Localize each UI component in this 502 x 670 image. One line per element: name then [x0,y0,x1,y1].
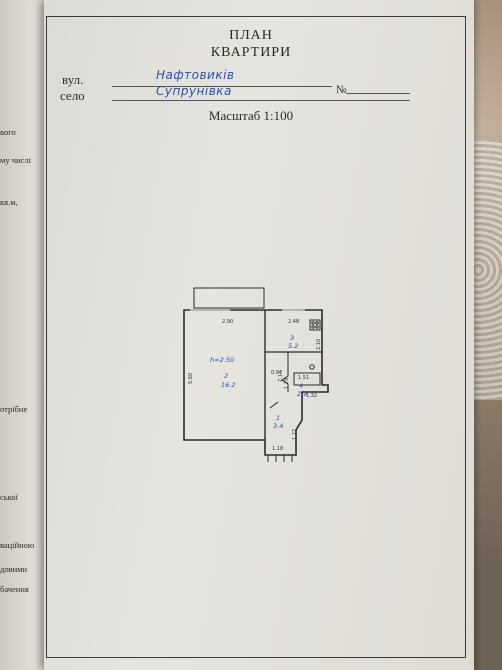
door-swing [269,401,279,409]
outer-walls [183,309,329,456]
room-4-area: 2.9 [297,390,307,398]
dimension-wc-width: 1.32 [306,393,317,399]
dimension-middle-c: 1.29 [284,378,290,389]
dimension-left-side: 5.60 [188,373,194,384]
dimension-kitchen-right: 2.10 [316,339,322,350]
street-underline [112,86,332,87]
bathroom-wall [281,352,289,392]
number-underline [346,93,410,94]
street-value: Нафтовиків [156,68,235,82]
village-underline [112,100,410,101]
village-label: село [60,88,85,103]
sheet-border [46,16,466,658]
underlying-text-line: довими [0,564,28,574]
dimension-middle-a: 0.97 [271,370,282,376]
room-3-number: 3 [290,334,294,342]
balcony-outline [193,287,265,309]
bathtub-outline [293,372,321,386]
floor-plan-sheet [44,0,474,670]
scale-label: Масштаб 1:100 [208,108,294,123]
room-3-area: 5.2 [288,342,298,350]
dimension-top-left: 2.90 [222,319,233,325]
room-1-area: 3.4 [273,422,283,430]
number-label: № [336,84,347,96]
dimension-bottom: 1.18 [272,446,283,452]
underlying-text-line: бачення [0,584,29,594]
room-1-number: 1 [276,414,280,422]
document-title-line2: КВАРТИРИ [210,45,292,60]
underlying-text-line: ської [0,492,18,502]
dimension-bath-width: 1.51 [298,375,309,381]
underlying-text-line: кв.м, [0,197,18,207]
wc-fixture [309,364,315,370]
room-2-area: 16.2 [221,381,235,389]
apartment-floor-plan: 2.90 2.48 5.60 2.10 0.97 2.14 1.29 1.51 … [183,287,329,462]
underlying-text-line: му числі [0,155,31,165]
room-4-number: 4 [299,382,303,390]
room-2-number: 2 [224,372,228,380]
street-label: вул. [62,72,84,87]
underlying-text-line: вого [0,127,16,137]
dimension-middle-b: 2.14 [278,371,284,382]
document-title-line1: ПЛАН [229,28,273,43]
dimension-hall-side: 1.22 [292,429,298,440]
underlying-text-line: отрібне [0,404,28,414]
village-value: Супрунівка [156,84,232,98]
dimension-top-right: 2.48 [288,319,299,325]
ceiling-height-label: h=2.50 [210,356,234,364]
stove-outline [309,319,321,331]
underlying-text-line: ваційною [0,540,35,550]
